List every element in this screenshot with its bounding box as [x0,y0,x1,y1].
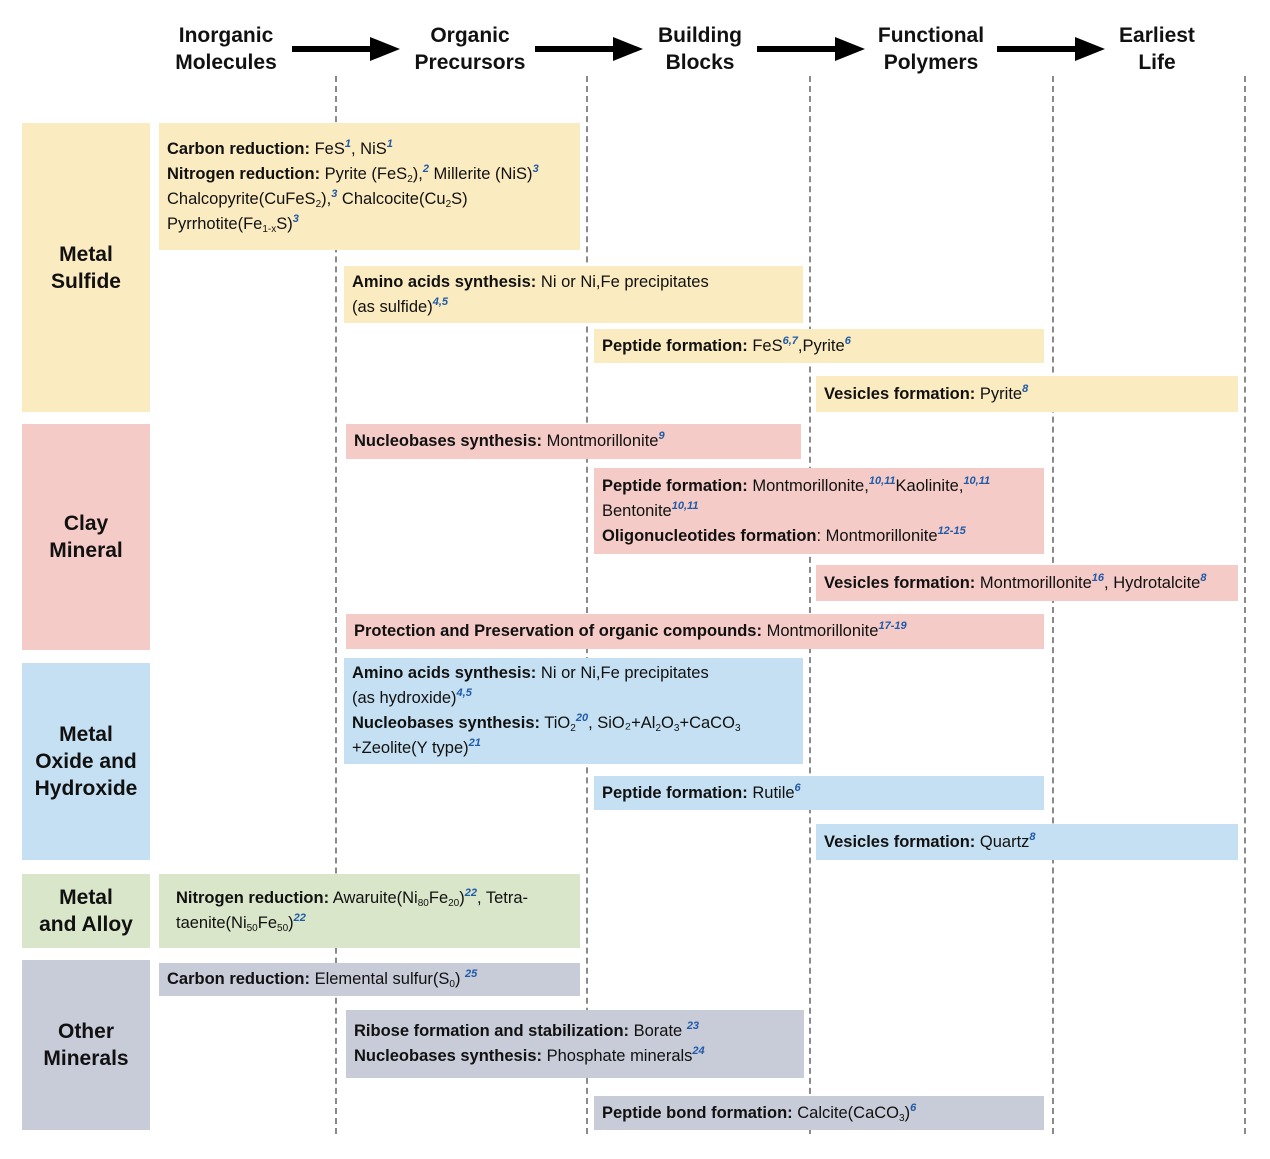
stage-divider [1244,76,1246,1134]
clay-protection-box: Protection and Preservation of organic c… [346,614,1044,649]
stage-divider [335,76,337,1134]
sulfide-vesicles-box: Vesicles formation: Pyrite8 [816,376,1238,412]
stage-divider [809,76,811,1134]
clay-nucleobases-box: Nucleobases synthesis: Montmorillonite9 [346,424,801,459]
arrow-right-icon [535,37,643,61]
other-peptide-bond-box: Peptide bond formation: Calcite(CaCO3)6 [594,1096,1044,1130]
other-ribose-box: Ribose formation and stabilization: Bora… [346,1010,804,1078]
clay-vesicles-box: Vesicles formation: Montmorillonite16, H… [816,565,1238,601]
stage-divider [586,76,588,1134]
oxide-synthesis-box: Amino acids synthesis: Ni or Ni,Fe preci… [344,658,803,764]
stage-divider [1052,76,1054,1134]
pyrrhotite-line: Pyrrhotite(Fe1-xS)3 [167,212,299,235]
oxide-peptide-box: Peptide formation: Rutile6 [594,776,1044,810]
arrow-right-icon [757,37,865,61]
chalcopyrite-line: Chalcopyrite(CuFeS2),3 Chalcocite(Cu2S) [167,187,468,210]
other-carbon-reduction-box: Carbon reduction: Elemental sulfur(S0) 2… [159,963,580,996]
clay-peptide-oligo-box: Peptide formation: Montmorillonite,10,11… [594,468,1044,554]
arrow-right-icon [292,37,400,61]
alloy-nitrogen-box: Nitrogen reduction: Awaruite(Ni80Fe20)22… [159,874,580,948]
oxide-vesicles-box: Vesicles formation: Quartz8 [816,824,1238,860]
sulfide-peptide-box: Peptide formation: FeS6,7,Pyrite6 [594,329,1044,363]
sulfide-reduction-box: Carbon reduction: FeS1, NiS1 Nitrogen re… [159,123,580,250]
carbon-reduction-line: Carbon reduction: FeS1, NiS1 [167,137,393,158]
nitrogen-reduction-line: Nitrogen reduction: Pyrite (FeS2),2 Mill… [167,162,539,185]
arrow-right-icon [997,37,1105,61]
sulfide-amino-acids-box: Amino acids synthesis: Ni or Ni,Fe preci… [344,266,803,323]
